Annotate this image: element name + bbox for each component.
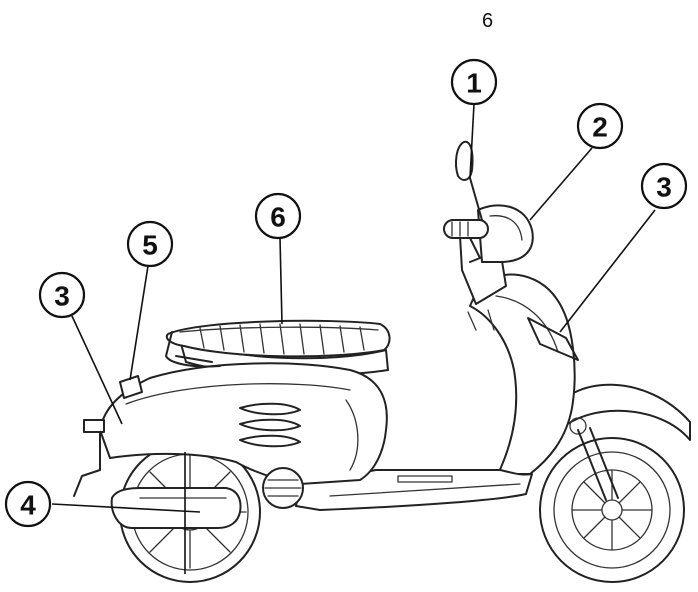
page-number: 6 [482,10,494,32]
leader-lines [51,103,656,574]
leg-shield [469,273,576,475]
seat-stitch [179,326,379,333]
callout-2-label: 2 [592,112,608,143]
tail-assembly [73,375,143,497]
floorboard-line [329,483,521,497]
callout-4: 4 [4,480,52,528]
callout-6-label: 6 [270,202,286,233]
headlight [477,204,534,263]
seat [165,319,391,358]
callout-1: 1 [450,58,498,106]
side-vents [239,402,301,448]
front-reflector [569,417,587,435]
front-wheel [539,437,685,583]
body-edge [345,399,359,471]
callout-3-rear-label: 3 [54,281,70,312]
callout-2: 2 [576,102,624,150]
front-fender [547,383,691,441]
floor-mat [397,475,453,483]
rear-rack [165,331,221,368]
callout-6: 6 [254,192,302,240]
headlight-lens [489,215,523,241]
callout-4-label: 4 [20,490,36,521]
column-trim [467,309,495,331]
callout-3-rear: 3 [38,271,86,319]
front-fork [577,427,619,501]
handlebar [443,219,489,263]
body-crease [125,383,351,405]
callout-3-front: 3 [640,162,688,210]
mirror [455,140,483,221]
callout-1-label: 1 [466,68,482,99]
leg-shield-panel [495,295,559,353]
callout-5: 5 [126,220,174,268]
callout-3-front-label: 3 [656,172,672,203]
seat-pleats [199,323,365,355]
callout-5-label: 5 [142,230,158,261]
engine-fan [262,467,304,509]
side-reflector-front [527,317,579,361]
